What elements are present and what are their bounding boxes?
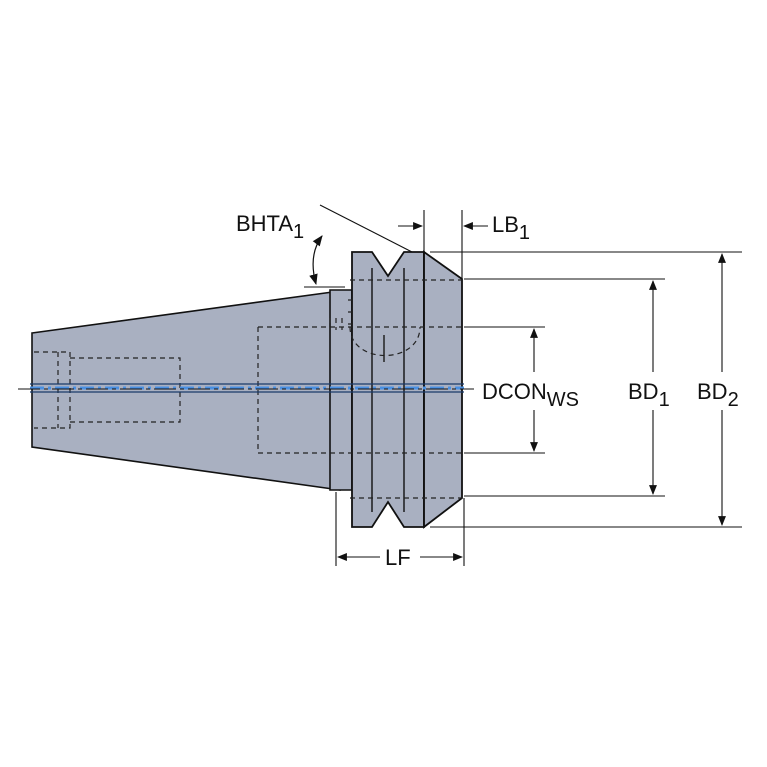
dim-bd2: BD2: [430, 251, 742, 528]
bd2-label: BD2: [697, 379, 739, 411]
collar-step: [329, 289, 353, 491]
dim-bhta1: BHTA1: [236, 204, 413, 288]
screw-hole: [329, 318, 343, 330]
coolant-channel: [30, 383, 464, 393]
lb1-label: LB1: [492, 212, 530, 244]
dim-lf: LF: [335, 492, 465, 570]
dim-lb1: LB1: [398, 210, 530, 279]
rear-bore: [34, 351, 71, 429]
lf-label: LF: [385, 545, 411, 570]
hidden-lines: [34, 279, 462, 499]
taper-shank: [31, 290, 341, 491]
bd1-label: BD1: [628, 379, 670, 411]
bhta1-label: BHTA1: [236, 211, 304, 243]
thread-bore: [70, 357, 181, 423]
dim-dcon: DCONWS: [464, 326, 579, 454]
dim-bd1: BD1: [464, 278, 670, 497]
key-slot: [349, 326, 421, 356]
main-bore: [257, 326, 462, 454]
screw-hole-2: [348, 299, 356, 325]
dcon-label: DCONWS: [482, 379, 579, 411]
